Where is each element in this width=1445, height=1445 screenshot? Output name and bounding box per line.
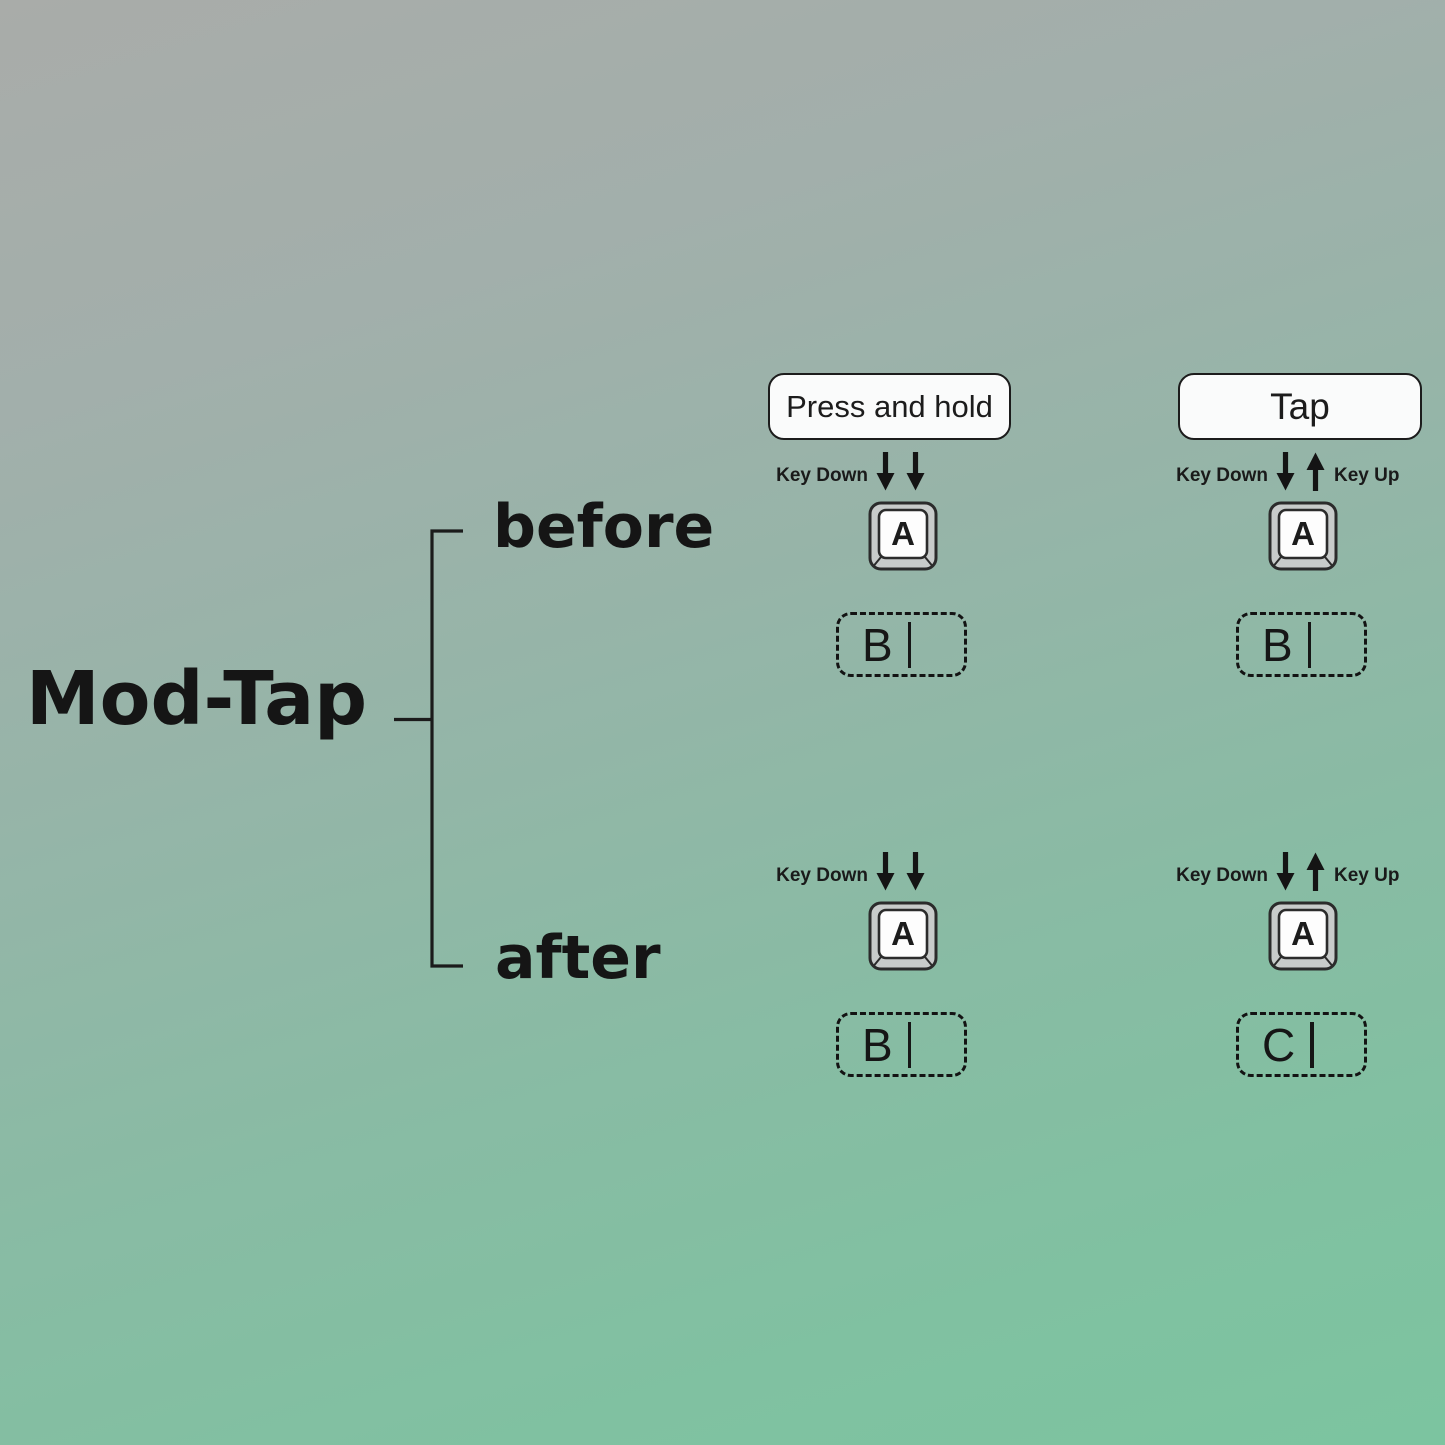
branch-label-before: before: [493, 492, 715, 562]
keycap-a: A: [1268, 501, 1338, 571]
key-down-arrow-icon: [906, 452, 925, 491]
output-letter: B: [1262, 618, 1293, 671]
header-tap: Tap: [1178, 373, 1422, 440]
branch-label-after: after: [495, 923, 661, 993]
text-cursor-icon: [907, 621, 912, 668]
cell-after-press-and-hold: Key Down A B: [758, 850, 1048, 1130]
key-down-arrow-icon: [876, 452, 895, 491]
cell-after-tap: Key Down Key Up A C: [1158, 850, 1445, 1130]
key-up-label: Key Up: [1334, 465, 1400, 486]
text-cursor-icon: [1307, 621, 1312, 668]
output-box: C: [1236, 1012, 1367, 1077]
keycap-a: A: [868, 501, 938, 571]
output-box: B: [836, 612, 967, 677]
output-box: B: [836, 1012, 967, 1077]
key-down-arrow-icon: [906, 852, 925, 891]
key-up-label: Key Up: [1334, 865, 1400, 886]
cell-before-tap: Key Down Key Up A B: [1158, 450, 1445, 730]
key-down-label: Key Down: [1176, 865, 1268, 886]
header-tap-label: Tap: [1270, 385, 1330, 427]
key-down-arrow-icon: [1276, 852, 1295, 891]
keycap-letter: A: [1291, 915, 1315, 952]
output-letter: C: [1262, 1018, 1296, 1071]
root-label: Mod-Tap: [26, 656, 368, 742]
key-down-label: Key Down: [1176, 465, 1268, 486]
key-down-arrow-icon: [1276, 452, 1295, 491]
key-down-label: Key Down: [776, 865, 868, 886]
keycap-a: A: [868, 901, 938, 971]
text-cursor-icon: [1310, 1021, 1314, 1068]
key-up-arrow-icon: [1306, 452, 1325, 491]
keycap-letter: A: [891, 515, 915, 552]
header-press-and-hold-label: Press and hold: [786, 388, 993, 424]
output-letter: B: [862, 618, 893, 671]
text-cursor-icon: [907, 1021, 912, 1068]
header-press-and-hold: Press and hold: [768, 373, 1011, 440]
key-up-arrow-icon: [1306, 852, 1325, 891]
cell-before-press-and-hold: Key Down A B: [758, 450, 1048, 730]
output-box: B: [1236, 612, 1367, 677]
key-down-label: Key Down: [776, 465, 868, 486]
output-letter: B: [862, 1018, 893, 1071]
keycap-a: A: [1268, 901, 1338, 971]
keycap-letter: A: [1291, 515, 1315, 552]
keycap-letter: A: [891, 915, 915, 952]
key-down-arrow-icon: [876, 852, 895, 891]
